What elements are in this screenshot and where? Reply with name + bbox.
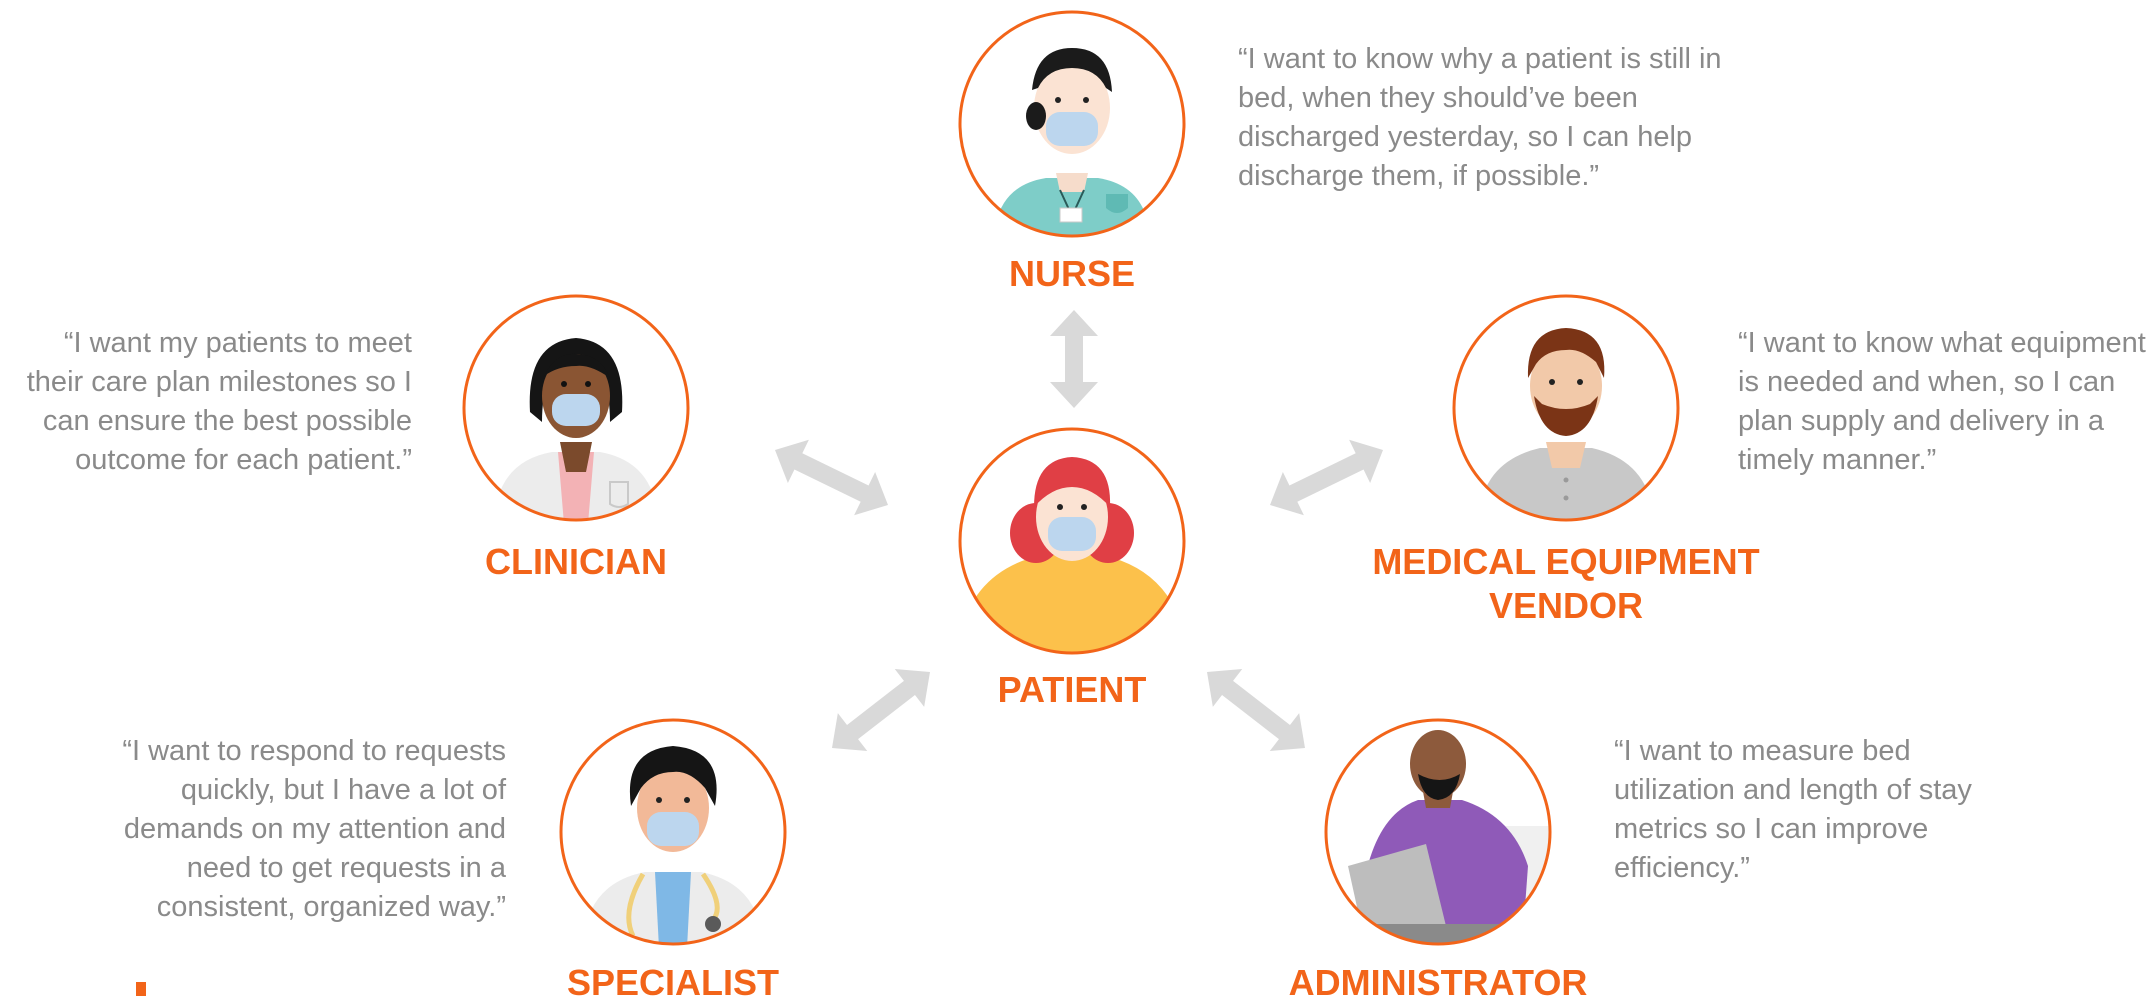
specialist-avatar (557, 716, 789, 948)
clinician-label: CLINICIAN (485, 541, 667, 582)
clinician-avatar (460, 292, 692, 524)
specialist-label: SPECIALIST (566, 962, 780, 1003)
administrator-avatar (1322, 716, 1554, 948)
vendor-label-line1: MEDICAL EQUIPMENT (1372, 541, 1760, 582)
administrator-quote: “I want to measure bed utilization and l… (1614, 735, 1972, 884)
patient-label: PATIENT (997, 669, 1147, 710)
arrow-patient-vendor (1270, 439, 1383, 516)
administrator-label: ADMINISTRATOR (1288, 962, 1588, 1003)
vendor-label: MEDICAL EQUIPMENT VENDOR (1360, 540, 1772, 628)
clinician-quote: “I want my patients to meet their care p… (26, 327, 412, 476)
vendor-label-line2: VENDOR (1488, 585, 1644, 626)
nurse-label: NURSE (1008, 253, 1136, 294)
vendor-quote: “I want to know what equipment is needed… (1738, 327, 2146, 476)
vendor-avatar (1450, 292, 1682, 524)
arrow-patient-nurse (1050, 310, 1098, 408)
arrow-patient-specialist (832, 668, 931, 752)
specialist-quote: “I want to respond to requests quickly, … (122, 735, 506, 923)
nurse-quote: “I want to know why a patient is still i… (1238, 43, 1722, 192)
logo-mark (136, 982, 146, 996)
arrow-patient-clinician (775, 439, 888, 516)
arrow-patient-administrator (1207, 668, 1306, 752)
nurse-avatar (956, 8, 1188, 240)
patient-avatar (956, 425, 1188, 657)
